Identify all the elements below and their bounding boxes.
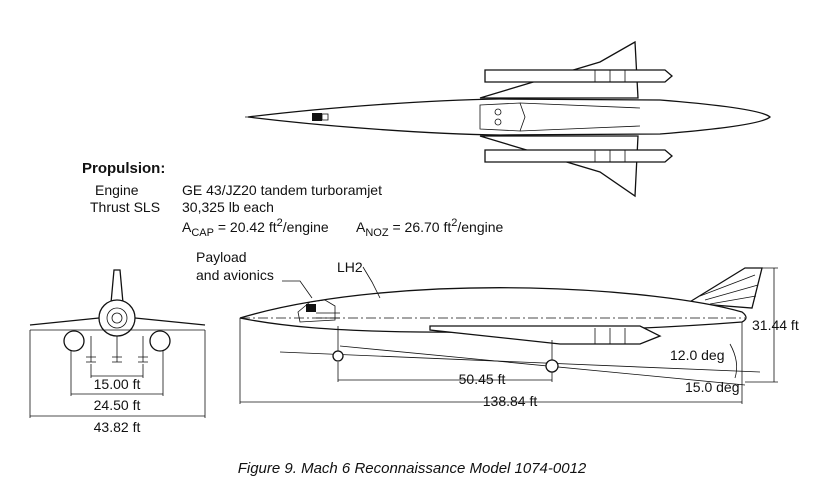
side-view: Payload and avionics LH2 31.44 ft 12.0 d… [196,249,799,409]
front-view-nacelle-span: 24.50 ft [94,397,141,413]
top-view-cockpit-block [312,113,322,121]
top-view-fuselage [247,98,771,136]
anoz-formula: ANOZ = 26.70 ft2/engine [356,217,504,239]
front-view-wing-right [134,317,206,326]
top-view [245,40,771,198]
angle-15-label: 15.0 deg [685,379,740,395]
payload-label-line1: Payload [196,249,247,265]
side-view-payload-block [306,304,316,312]
gear-base-label: 50.45 ft [459,371,506,387]
side-view-nacelle [429,325,662,345]
propulsion-heading: Propulsion: [82,160,165,177]
propulsion-block: Propulsion: Engine GE 43/JZ20 tandem tur… [82,160,504,239]
payload-leader [282,280,313,299]
front-view-tail [110,269,124,304]
figure-caption: Figure 9. Mach 6 Reconnaissance Model 10… [238,460,587,477]
anoz-unit: /engine [457,219,503,235]
front-view-nacelle-right [149,330,171,352]
anoz-prefix: A [356,219,366,235]
length-label: 138.84 ft [483,393,538,409]
acap-prefix: A [182,219,192,235]
acap-formula: ACAP = 20.42 ft2/engine [182,217,329,239]
anoz-value: = 26.70 ft [389,219,452,235]
top-view-nacelle-upper [484,69,673,83]
side-view-main-gear [545,359,559,373]
acap-superscript: 2 [277,217,283,229]
top-view-wing-lower [479,135,639,198]
lh2-leader [362,266,381,299]
acap-unit: /engine [283,219,329,235]
acap-subscript: CAP [191,227,214,239]
front-view: 15.00 ft 24.50 ft 43.82 ft [29,269,206,435]
anoz-subscript: NOZ [365,227,389,239]
thrust-value: 30,325 lb each [182,199,274,215]
acap-value: = 20.42 ft [214,219,277,235]
front-view-wing-span: 43.82 ft [94,419,141,435]
engine-label: Engine [95,182,139,198]
front-view-gear-track: 15.00 ft [94,376,141,392]
side-view-nose-gear [332,350,344,362]
lh2-label: LH2 [337,259,363,275]
front-view-nacelle-left [63,330,85,352]
front-view-wing-left [29,317,100,326]
payload-label-line2: and avionics [196,267,274,283]
engine-value: GE 43/JZ20 tandem turboramjet [182,182,382,198]
front-view-fuselage [98,299,136,337]
anoz-superscript: 2 [451,217,457,229]
height-label: 31.44 ft [752,317,799,333]
angle-12-label: 12.0 deg [670,347,725,363]
top-view-nacelle-lower [484,149,673,163]
side-view-fuselage [239,287,747,333]
thrust-label: Thrust SLS [90,199,160,215]
